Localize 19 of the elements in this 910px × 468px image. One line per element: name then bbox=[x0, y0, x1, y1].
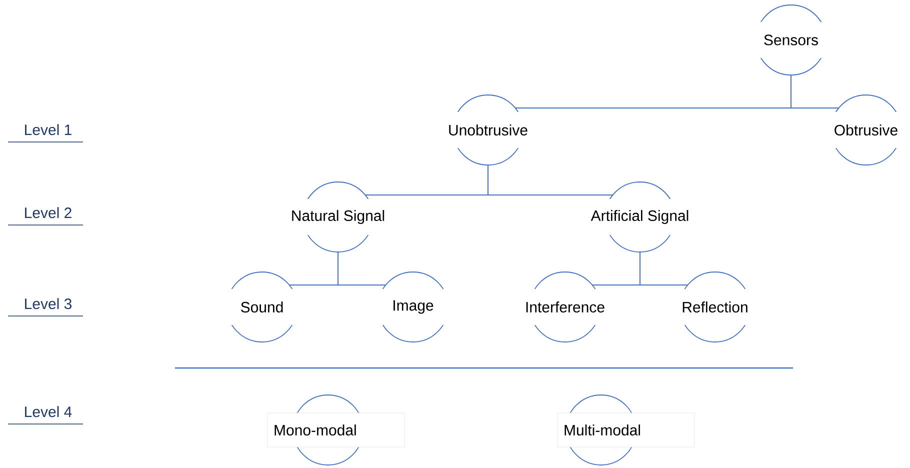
circle-node: Image bbox=[376, 272, 450, 342]
circle-node: Mono-modal bbox=[267, 394, 405, 466]
level-label: Level 3 bbox=[8, 298, 84, 316]
circle-node: Reflection bbox=[678, 272, 752, 342]
circle-node: Natural Signal bbox=[288, 182, 388, 252]
tree-connector bbox=[488, 164, 614, 196]
tree-connector bbox=[790, 74, 840, 108]
circle-node: Multi-modal bbox=[557, 394, 695, 466]
circle-node: Interference bbox=[522, 272, 608, 342]
level-label: Level 4 bbox=[8, 406, 84, 424]
circle-node: Obtrusive bbox=[829, 94, 903, 166]
circle-node: Sensors bbox=[754, 4, 828, 76]
circle-node: Sound bbox=[225, 272, 299, 342]
tree-connector bbox=[640, 252, 688, 286]
circle-node: Unobtrusive bbox=[446, 94, 530, 166]
circle-node: Artificial Signal bbox=[588, 182, 692, 252]
tree-connector bbox=[338, 252, 386, 286]
level-label: Level 1 bbox=[8, 124, 84, 142]
level-label: Level 2 bbox=[8, 207, 84, 226]
